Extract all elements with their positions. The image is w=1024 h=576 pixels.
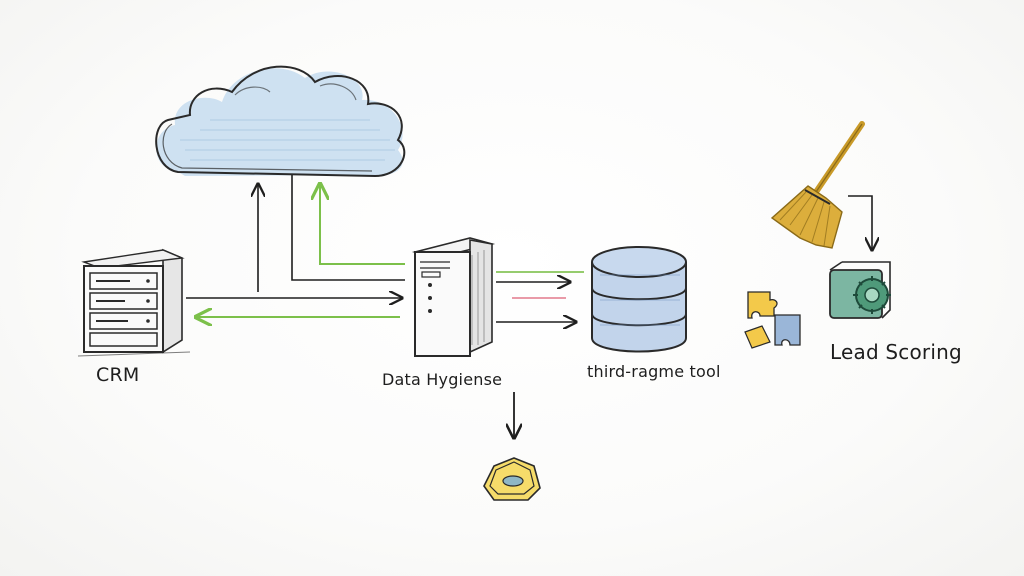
lead-scoring-label: Lead Scoring [830, 340, 962, 364]
cloud-icon [155, 65, 406, 178]
data-hygiene-label: Data Hygiense [382, 370, 503, 389]
database-icon [591, 246, 687, 353]
crm-server-icon [77, 248, 191, 357]
shield-badge-icon [483, 457, 541, 501]
puzzle-icon [744, 291, 801, 349]
crm-label: CRM [96, 364, 140, 386]
third-party-tool-label: third-ragme tool [587, 362, 721, 381]
lead-scoring-icon [829, 261, 891, 319]
broom-icon [770, 121, 865, 249]
hygiene-server-icon [411, 237, 496, 357]
